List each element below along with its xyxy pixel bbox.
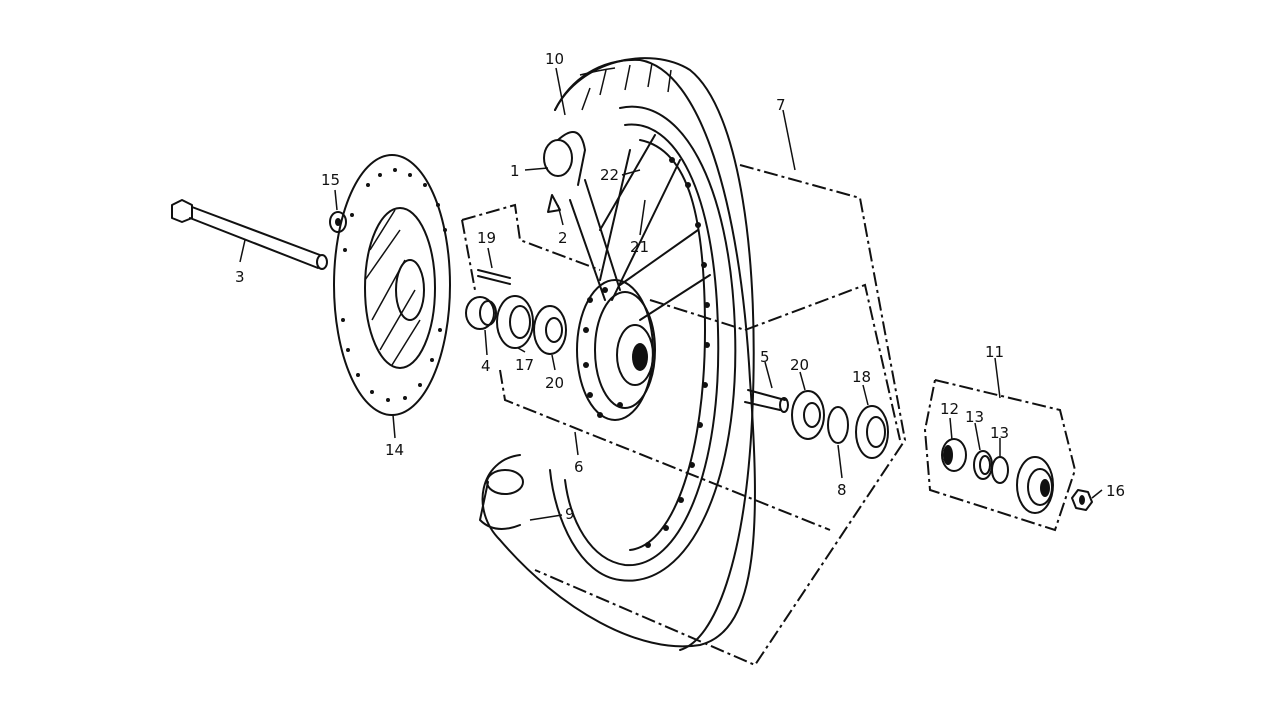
valve-part — [543, 131, 586, 213]
label-21: 21 — [630, 238, 649, 256]
brake-disc — [333, 154, 451, 416]
label-1: 1 — [510, 162, 520, 180]
group-7-outline — [534, 164, 907, 667]
rim — [549, 105, 737, 582]
label-15: 15 — [321, 171, 340, 189]
label-9: 9 — [565, 505, 575, 523]
rim-spoke-holes — [645, 157, 710, 548]
leader-lines — [239, 67, 1103, 521]
label-13a: 13 — [965, 408, 984, 426]
label-12: 12 — [940, 400, 959, 418]
drive-ring — [941, 438, 967, 472]
label-16: 16 — [1106, 482, 1125, 500]
label-13b: 13 — [990, 424, 1009, 442]
label-2: 2 — [558, 229, 568, 247]
group-11-outline — [923, 378, 1077, 532]
label-19: 19 — [477, 229, 496, 247]
label-4: 4 — [481, 357, 491, 375]
collar — [465, 296, 497, 330]
hub — [576, 279, 656, 421]
label-18: 18 — [852, 368, 871, 386]
label-14: 14 — [385, 441, 404, 459]
seal-left — [496, 295, 534, 349]
ring-a — [973, 450, 993, 480]
bearing-left — [533, 305, 567, 355]
label-20b: 20 — [790, 356, 809, 374]
axle — [171, 199, 328, 270]
group-6-outline — [461, 203, 831, 531]
label-7: 7 — [776, 96, 786, 114]
seal-right — [855, 405, 889, 459]
label-6: 6 — [574, 458, 584, 476]
nut — [1071, 489, 1093, 511]
label-3: 3 — [235, 268, 245, 286]
callout-labels: 1 2 3 4 5 6 7 8 9 10 11 12 13 13 14 15 1… — [235, 50, 1125, 523]
pin — [477, 269, 511, 285]
spacer-right — [744, 389, 789, 413]
label-5: 5 — [760, 348, 770, 366]
label-20a: 20 — [545, 374, 564, 392]
bearing-right — [791, 390, 825, 440]
ring-b — [991, 456, 1009, 484]
circlip — [827, 406, 849, 444]
label-17: 17 — [515, 356, 534, 374]
gearbox — [1016, 456, 1054, 514]
disc-holes — [341, 168, 447, 402]
spokes — [569, 134, 711, 321]
label-22: 22 — [600, 166, 619, 184]
label-10: 10 — [545, 50, 564, 68]
label-8: 8 — [837, 481, 847, 499]
label-11: 11 — [985, 343, 1004, 361]
tire — [479, 57, 756, 651]
